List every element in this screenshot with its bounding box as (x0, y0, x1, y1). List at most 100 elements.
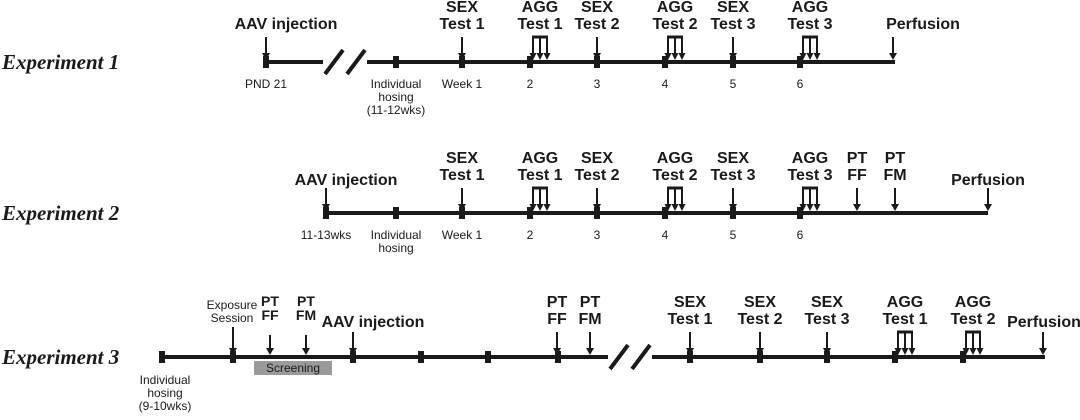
event-arrow (853, 188, 861, 211)
tick-label: Week 1 (442, 228, 483, 242)
tick-label: hosing (378, 90, 413, 104)
timeline-tick (555, 351, 561, 363)
event-label-line: PT (297, 293, 315, 309)
event-label-line: PT (885, 150, 906, 167)
tick-label: 11-13wks (301, 228, 351, 242)
timeline-tick (230, 351, 236, 363)
event-label-line: Test 1 (439, 167, 484, 184)
timeline-tick (459, 56, 465, 68)
event-label-line: AGG (657, 150, 693, 167)
axis-break (608, 343, 652, 371)
timeline-tick (350, 351, 356, 363)
tick-label: 6 (797, 228, 804, 242)
event-arrow (266, 335, 274, 355)
event-arrow (349, 332, 357, 355)
event-arrow (1039, 332, 1047, 355)
event-arrow (729, 188, 737, 211)
event-label-line: SEX (717, 0, 749, 16)
event-label-line: AGG (657, 0, 693, 16)
event-trident-arrows (664, 186, 686, 211)
event-trident-arrows (664, 35, 686, 60)
timeline-tick (594, 56, 600, 68)
event-label-line: Test 3 (787, 16, 832, 33)
event-trident-arrows (799, 186, 821, 211)
tick-label: Week 1 (442, 77, 483, 91)
experiment-1-timeline: Experiment 1 PND 21 Individualhosing(11-12… (1, 0, 960, 117)
event-label-line: FF (547, 311, 567, 328)
timeline-tick (797, 56, 803, 68)
tick-label: (11-12wks) (367, 103, 425, 117)
tick-label: 5 (730, 228, 737, 242)
event-arrow (458, 188, 466, 211)
timeline-tick (730, 207, 736, 219)
event-perfusion-line: Perfusion (886, 16, 960, 33)
event-label-line: SEX (744, 294, 776, 311)
event-label-line: Test 2 (574, 16, 619, 33)
event-label-line: Test 2 (737, 311, 782, 328)
event-arrow (984, 188, 992, 211)
event-trident-arrows (529, 186, 551, 211)
tick-label: Individual (140, 373, 191, 387)
event-arrow (823, 332, 831, 355)
timeline-tick (824, 351, 830, 363)
event-arrow (586, 332, 594, 355)
event-label-line: FM (296, 307, 316, 323)
event-label-line: PT (847, 150, 868, 167)
event-arrow (891, 188, 899, 211)
event-arrow (756, 332, 764, 355)
event-label-line: Test 2 (652, 167, 697, 184)
axis-break (323, 48, 367, 76)
timeline-tick (323, 207, 329, 219)
event-aav-injection-line: AAV injection (322, 314, 425, 331)
tick-label: 3 (594, 77, 601, 91)
event-label-line: AGG (522, 150, 558, 167)
event-label-line: PT (580, 294, 601, 311)
tick-label: Individual (371, 77, 422, 91)
screening-bar (254, 361, 332, 375)
tick-label: PND 21 (245, 77, 287, 91)
experiment-2-title: Experiment 2 (1, 201, 120, 225)
tick-label: 2 (527, 77, 534, 91)
timeline-tick (393, 207, 399, 219)
event-arrow (322, 188, 330, 211)
screening-label: Screening (266, 361, 320, 375)
event-arrow (889, 37, 897, 60)
event-trident-arrows (894, 330, 916, 355)
tick-label: Individual (371, 228, 422, 242)
event-label-line: AGG (792, 0, 828, 16)
event-label-line: Test 3 (710, 167, 755, 184)
event-arrow (458, 37, 466, 60)
experiment-1-title: Experiment 1 (1, 50, 119, 74)
event-label-line: SEX (581, 0, 613, 16)
timeline-tick (263, 56, 269, 68)
experiment-3-title: Experiment 3 (1, 345, 119, 369)
event-label-line: FM (578, 311, 601, 328)
event-arrow (686, 332, 694, 355)
event-label-line: Test 3 (804, 311, 849, 328)
event-arrow (593, 188, 601, 211)
tick-label: hosing (378, 241, 413, 255)
event-label-line: PT (547, 294, 568, 311)
timeline-tick (393, 56, 399, 68)
event-arrow (229, 327, 237, 355)
tick-label: 2 (527, 228, 534, 242)
event-label-line: Test 2 (574, 167, 619, 184)
event-arrow (262, 37, 270, 60)
event-arrow (729, 37, 737, 60)
timeline-tick (730, 56, 736, 68)
event-perfusion-line: Perfusion (1007, 314, 1080, 331)
event-label-line: Test 1 (517, 167, 562, 184)
tick-label: 5 (730, 77, 737, 91)
event-label-line: SEX (811, 294, 843, 311)
event-trident-arrows (962, 330, 984, 355)
event-label-line: AGG (887, 294, 923, 311)
timeline-tick (527, 56, 533, 68)
timeline-tick (757, 351, 763, 363)
event-arrow (302, 335, 310, 355)
tick-label: 4 (662, 77, 669, 91)
event-perfusion-line: Perfusion (951, 172, 1025, 189)
timeline-tick (662, 207, 668, 219)
